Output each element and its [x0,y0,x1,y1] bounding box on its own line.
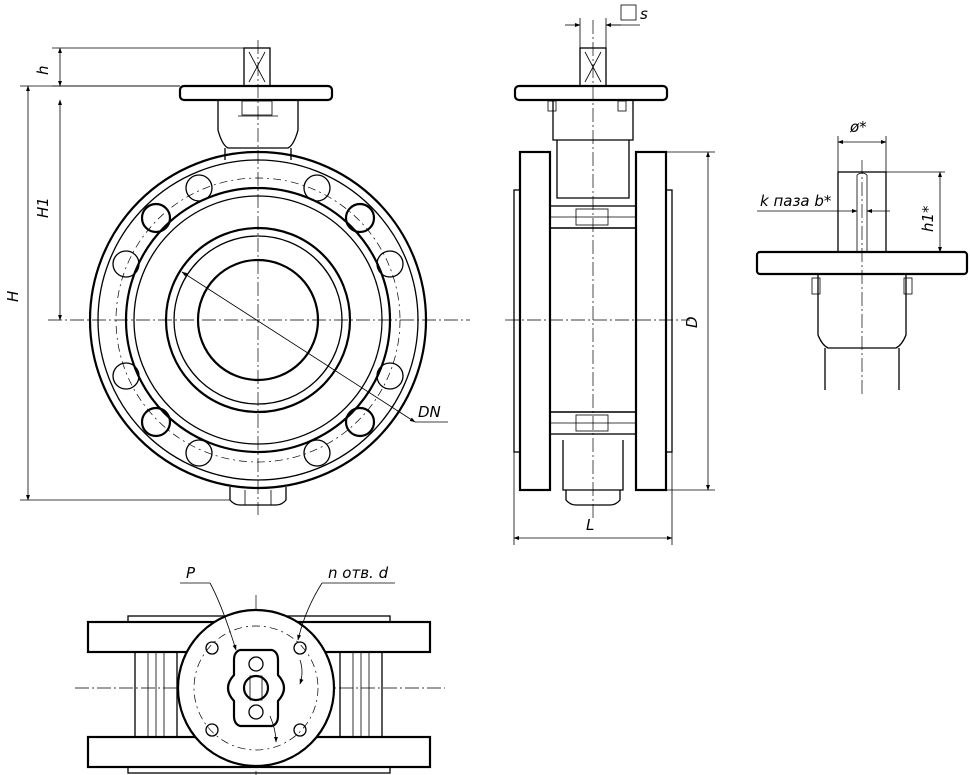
flange-large-holes [140,202,376,438]
side-top-plate [513,84,669,102]
label-D: D [683,316,701,328]
label-phi: ø* [849,118,867,136]
label-P: P [186,564,196,582]
side-right-flange [634,150,668,492]
label-h1-star: h1* [919,205,937,232]
front-view: DN h H1 H [4,40,470,515]
label-slot: k паза b* [760,192,832,210]
side-left-flange [518,150,552,492]
label-H: H [4,291,22,302]
label-s: s [640,5,648,23]
label-holes: n отв. d [328,564,389,582]
plan-top-plate [176,608,336,768]
plan-view: P n отв. d [75,564,445,775]
label-h: h [34,65,52,75]
detail-plate [755,250,969,276]
detail-view: ø* k паза b* h1* [755,118,969,395]
side-view: s D L [505,4,715,545]
flange-outer-circle [88,150,428,490]
label-h1: H1 [34,197,52,218]
front-top-plate [178,84,334,102]
label-dn: DN [418,403,441,421]
label-L: L [586,516,594,534]
